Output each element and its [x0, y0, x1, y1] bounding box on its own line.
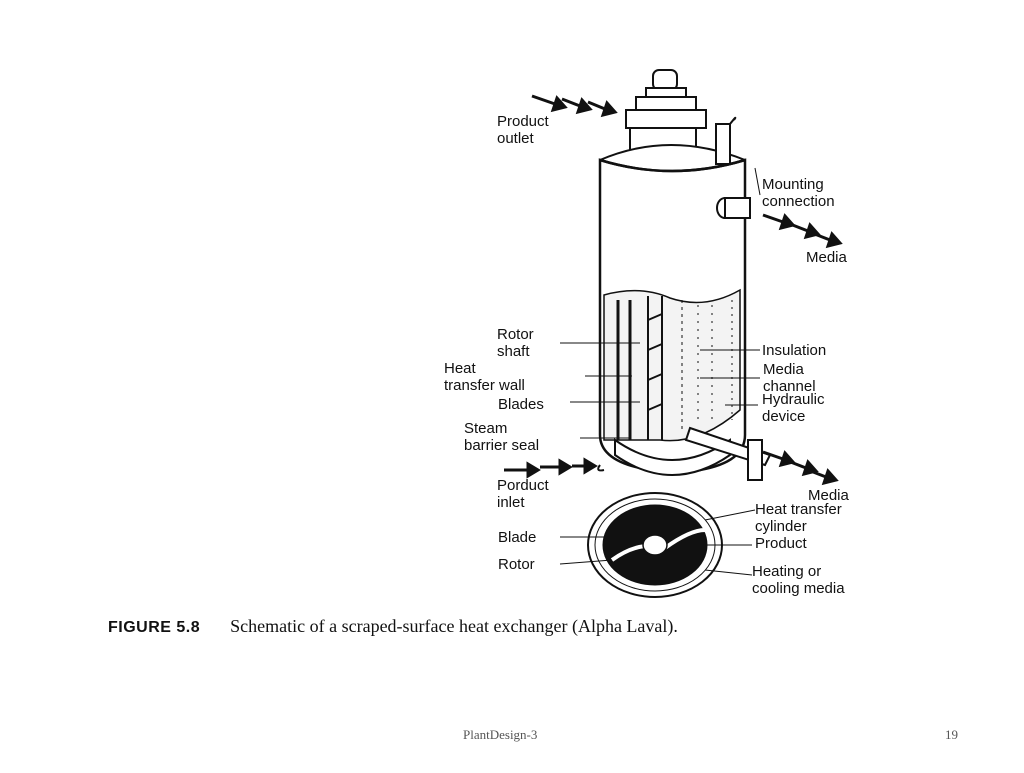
- figure-caption: FIGURE 5.8 Schematic of a scraped-surface…: [108, 616, 678, 637]
- cutaway-interior: [603, 288, 741, 442]
- label-steam-barrier-seal: Steam barrier seal: [464, 420, 540, 454]
- figure-caption-text: Schematic of a scraped-surface heat exch…: [230, 616, 678, 636]
- label-insulation: Insulation: [762, 342, 827, 359]
- side-pipe: [715, 116, 737, 165]
- flow-arrows: [504, 94, 843, 486]
- page-number: 19: [945, 727, 958, 742]
- label-rotor-shaft: Rotor shaft: [497, 326, 534, 360]
- label-heating-cooling-media: Heating or cooling media: [752, 563, 845, 597]
- label-media-channel: Media channel: [763, 361, 816, 395]
- label-blades: Blades: [498, 396, 544, 413]
- label-media-bottom: Media: [808, 487, 849, 504]
- cross-section: [587, 492, 723, 598]
- label-mounting-connection: Mounting connection: [762, 176, 835, 210]
- leader-lines: [559, 167, 761, 576]
- label-heat-transfer-cylinder: Heat transfer cylinder: [755, 501, 842, 535]
- label-media-top: Media: [806, 249, 847, 266]
- mounting-flange: [716, 197, 751, 219]
- label-heat-transfer-wall: Heat transfer wall: [444, 360, 525, 394]
- footer-title: PlantDesign-3: [463, 727, 538, 742]
- label-rotor: Rotor: [498, 556, 535, 573]
- label-product-outlet: Product outlet: [497, 113, 549, 147]
- base-assembly: [597, 426, 772, 481]
- label-hydraulic-device: Hydraulic device: [762, 391, 825, 425]
- figure-number: FIGURE 5.8: [108, 619, 201, 636]
- top-fitting: [599, 69, 746, 161]
- label-product: Product: [755, 535, 807, 552]
- label-blade: Blade: [498, 529, 537, 546]
- label-product-inlet: Porduct inlet: [497, 477, 549, 511]
